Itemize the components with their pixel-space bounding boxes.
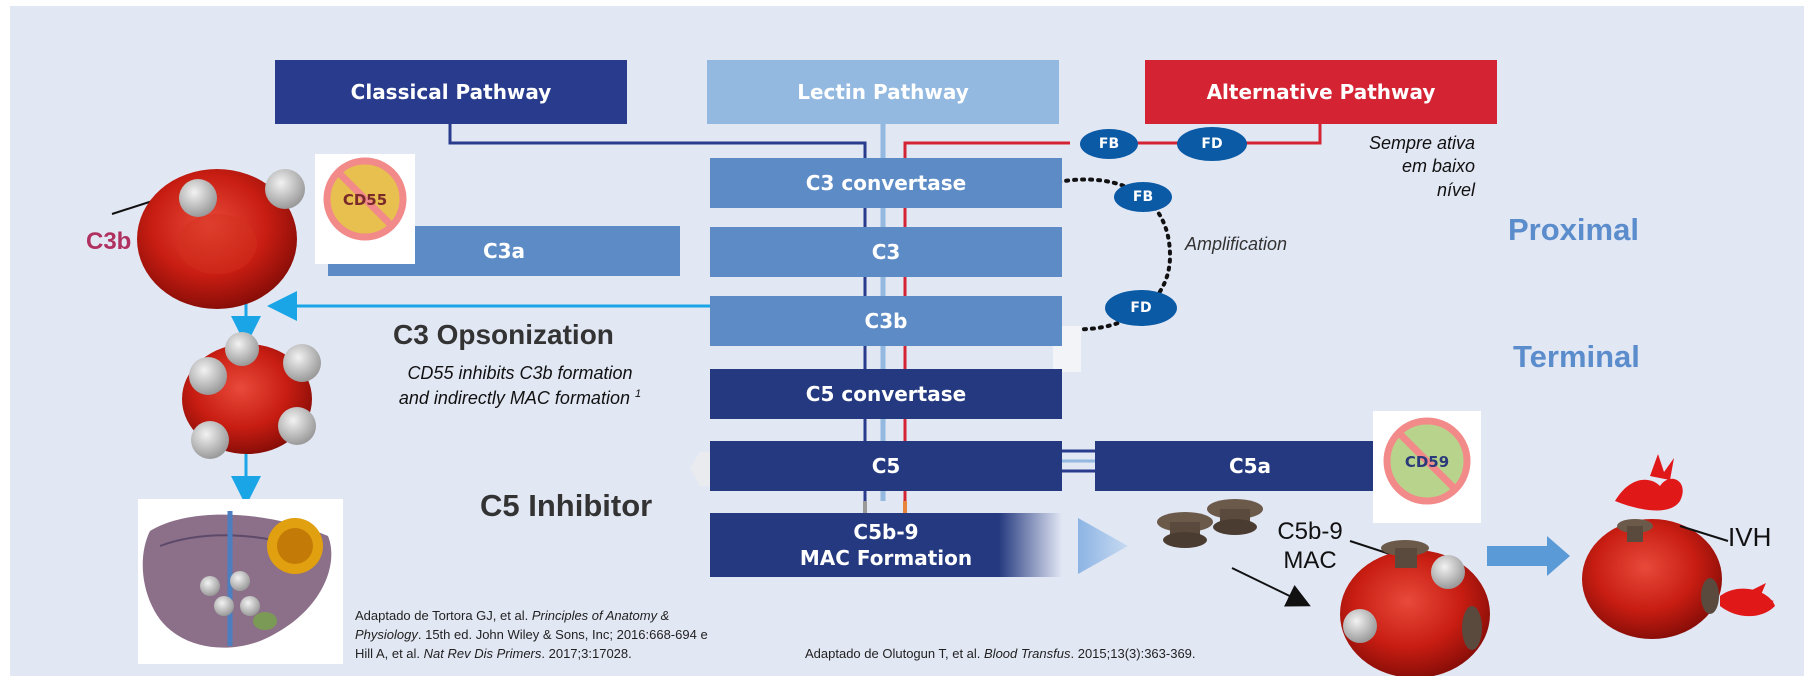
c3-box: C3: [710, 227, 1062, 277]
rbc-opsonized-cell: [182, 332, 321, 459]
mac-triangle: [1078, 518, 1128, 574]
c5b9-mac-line2: MAC: [1283, 546, 1337, 574]
cd59-badge: CD59: [1373, 411, 1481, 523]
liver-illustration: [138, 499, 343, 664]
olutogun-reference: Adaptado de Olutogun T, et al. Blood Tra…: [805, 645, 1196, 664]
cd55-badge: CD55: [315, 154, 415, 264]
fd-pill-top: FD: [1177, 127, 1247, 161]
c3-label: C3: [871, 240, 901, 264]
cd55-note-superscript: 1: [634, 388, 642, 401]
tortora-ref-3c: . 2017;3:17028.: [541, 645, 632, 661]
cd55-note: CD55 inhibits C3b formation and indirect…: [355, 361, 685, 411]
fd-label-top: FD: [1201, 136, 1223, 152]
rbc-c3b-cell: [137, 169, 305, 309]
lysis-arrow: [1487, 536, 1570, 576]
fb-pill-loop: FB: [1114, 182, 1172, 212]
terminal-label: Terminal: [1513, 339, 1640, 374]
tortora-ref-1a: Adaptado de Tortora GJ, et al.: [355, 608, 532, 623]
olutogun-ref-a: Adaptado de Olutogun T, et al.: [805, 646, 985, 661]
fb-label-loop: FB: [1132, 189, 1154, 205]
tortora-ref-3a: Hill A, et al.: [355, 645, 424, 661]
classical-pathway-box: Classical Pathway: [275, 60, 627, 124]
tortora-ref-3b: Nat Rev Dis Primers: [423, 645, 542, 661]
c5a-label: C5a: [1228, 454, 1272, 478]
fd-pill-loop: FD: [1105, 290, 1177, 326]
amplification-label: Amplification: [1185, 234, 1288, 254]
rbc-lysis-cell: [1582, 454, 1775, 639]
cd55-badge-text: CD55: [343, 191, 387, 209]
c5-c5a-lines: [1060, 449, 1095, 473]
ivh-pointer-line: [1679, 525, 1729, 542]
sempre-ativa-line1: Sempre ativa: [1368, 133, 1475, 153]
cd59-no-icon: CD59: [1383, 417, 1471, 505]
sempre-ativa-line3: nível: [1436, 179, 1475, 200]
alternative-pathway-label: Alternative Pathway: [1206, 80, 1436, 104]
c5a-box: C5a: [1095, 441, 1405, 491]
c5-label: C5: [871, 454, 901, 478]
tortora-ref-1b: Principles of Anatomy &: [531, 608, 670, 623]
c3b-cell-label: C3b: [86, 228, 132, 255]
sempre-ativa-note: Sempre ativa em baixo nível: [1310, 132, 1475, 202]
mac-pores: [1157, 499, 1263, 548]
amplification-loop: [1056, 177, 1173, 332]
lectin-pathway-box: Lectin Pathway: [707, 60, 1059, 124]
cd55-note-line2-text: and indirectly MAC formation: [398, 388, 630, 409]
slide-background: Classical Pathway Lectin Pathway Alterna…: [10, 6, 1804, 676]
tortora-ref-line1: Adaptado de Tortora GJ, et al. Principle…: [355, 607, 708, 626]
c5b9-label-line1: C5b-9: [853, 520, 919, 544]
c3-convertase-label: C3 convertase: [805, 171, 967, 195]
c3b-label: C3b: [864, 309, 908, 333]
rbc-mac-cell: [1340, 540, 1490, 676]
c3b-box: C3b: [710, 296, 1062, 346]
c5b9-box: C5b-9 MAC Formation: [710, 513, 1062, 577]
olutogun-ref-c: . 2015;13(3):363-369.: [1070, 646, 1196, 661]
c5-inhibitor-title: C5 Inhibitor: [480, 488, 653, 523]
alternative-pathway-box: Alternative Pathway: [1145, 60, 1497, 124]
diagram-connectors: [111, 108, 1775, 676]
olutogun-ref-b: Blood Transfus: [984, 646, 1071, 661]
sempre-ativa-line2: em baixo: [1401, 156, 1475, 177]
cd55-note-line2: and indirectly MAC formation 1: [355, 386, 685, 411]
c3-convertase-box: C3 convertase: [710, 158, 1062, 208]
cd59-badge-text: CD59: [1405, 453, 1449, 471]
c5-convertase-label: C5 convertase: [805, 382, 967, 406]
c3a-label: C3a: [482, 239, 526, 263]
cd55-no-icon: CD55: [323, 157, 407, 241]
c5b9-mac-line1: C5b-9: [1277, 518, 1343, 545]
c3-opsonization-title: C3 Opsonization: [393, 319, 614, 350]
c5b9-mac-label: C5b-9 MAC: [1265, 518, 1355, 576]
tortora-ref-2a: Physiology: [355, 626, 418, 642]
tortora-ref-2b: . 15th ed. John Wiley & Sons, Inc; 2016:…: [417, 626, 708, 642]
fb-pill-top: FB: [1080, 129, 1138, 159]
proximal-label: Proximal: [1508, 212, 1639, 247]
cd55-note-line1: CD55 inhibits C3b formation: [407, 363, 633, 383]
tortora-reference: Adaptado de Tortora GJ, et al. Principle…: [355, 607, 708, 664]
tortora-ref-line3: Hill A, et al. Nat Rev Dis Primers. 2017…: [355, 645, 708, 664]
fb-label-top: FB: [1098, 136, 1120, 152]
fd-label-loop: FD: [1130, 300, 1152, 316]
c5b9-label-line2: MAC Formation: [799, 546, 973, 570]
tortora-ref-line2: Physiology. 15th ed. John Wiley & Sons, …: [355, 626, 708, 645]
classical-pathway-label: Classical Pathway: [350, 80, 552, 104]
c5-convertase-box: C5 convertase: [710, 369, 1062, 419]
mac-pointer-arrow: [1231, 567, 1311, 607]
lectin-pathway-label: Lectin Pathway: [797, 80, 969, 104]
c5-box: C5: [710, 441, 1062, 491]
ivh-label: IVH: [1728, 522, 1772, 552]
